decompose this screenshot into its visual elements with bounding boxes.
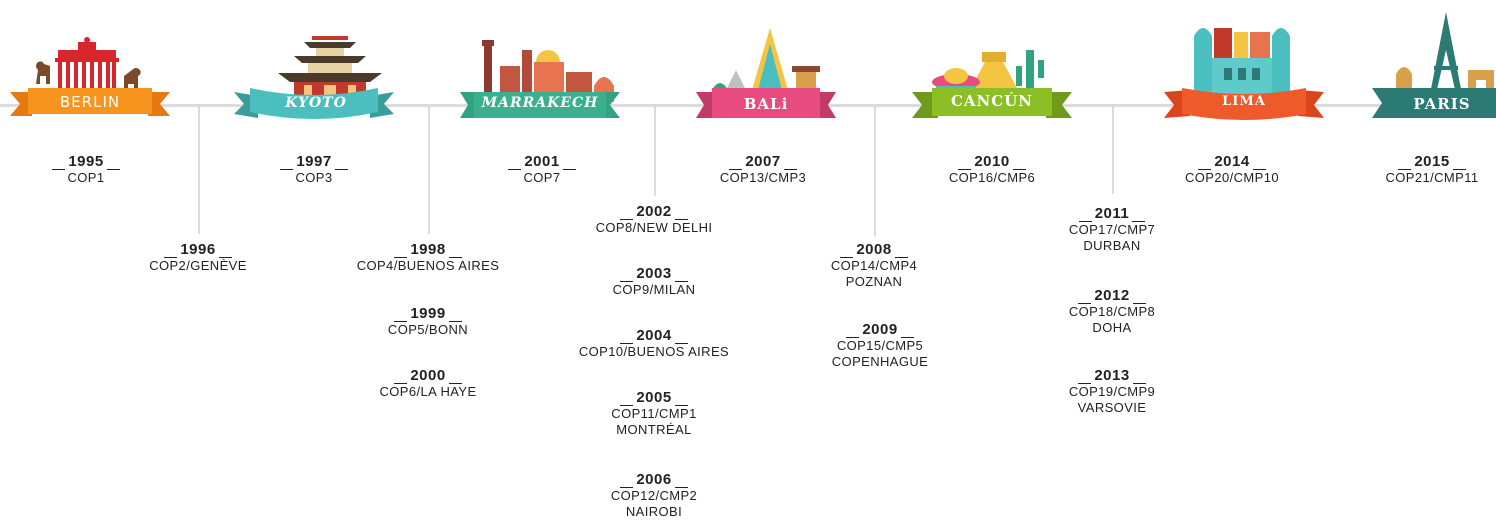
connector-2002 xyxy=(654,106,656,196)
event-line: DOHA xyxy=(1092,320,1132,335)
event-year: 2013 xyxy=(1075,368,1148,384)
event-year: 2014 xyxy=(1195,154,1268,170)
event-year: 1998 xyxy=(391,242,464,258)
event-2012: 2012 COP18/CMP8 DOHA xyxy=(1002,288,1222,336)
event-2001: 2001 COP7 xyxy=(432,154,652,186)
event-line: COP2/GENÈVE xyxy=(149,258,247,273)
event-1997: 1997 COP3 xyxy=(204,154,424,186)
event-line: COP17/CMP7 xyxy=(1068,222,1156,237)
event-year: 2006 xyxy=(617,472,690,488)
event-2003: 2003 COP9/MILAN xyxy=(544,266,764,298)
event-2004: 2004 COP10/BUENOS AIRES xyxy=(544,328,764,360)
event-year: 2001 xyxy=(505,154,578,170)
event-line: VARSOVIE xyxy=(1077,400,1147,415)
event-year: 2000 xyxy=(391,368,464,384)
event-2000: 2000 COP6/LA HAYE xyxy=(318,368,538,400)
event-line: MONTRÉAL xyxy=(616,422,692,437)
event-line: DURBAN xyxy=(1083,238,1141,253)
event-line: COP9/MILAN xyxy=(612,282,696,297)
connector-1996 xyxy=(198,106,200,234)
event-1998: 1998 COP4/BUENOS AIRES xyxy=(318,242,538,274)
city-label-bali: BALi xyxy=(743,95,789,113)
event-line: COP7 xyxy=(523,170,561,185)
event-2008: 2008 COP14/CMP4 POZNAN xyxy=(764,242,984,290)
connector-2011 xyxy=(1112,106,1114,194)
event-year: 1996 xyxy=(161,242,234,258)
connector-1998 xyxy=(428,106,430,234)
event-line: COP20/CMP10 xyxy=(1185,170,1279,185)
event-line: COP6/LA HAYE xyxy=(379,384,477,399)
event-line: COP3 xyxy=(295,170,333,185)
event-year: 1995 xyxy=(49,154,122,170)
event-year: 1999 xyxy=(391,306,464,322)
event-2010: 2010 COP16/CMP6 xyxy=(882,154,1102,186)
event-2014: 2014 COP20/CMP10 xyxy=(1122,154,1342,186)
event-line: COPENHAGUE xyxy=(831,354,929,369)
city-label-paris: PARIS xyxy=(1413,95,1471,113)
event-line: COP10/BUENOS AIRES xyxy=(578,344,730,359)
event-line: COP8/NEW DELHI xyxy=(595,220,713,235)
event-1996: 1996 COP2/GENÈVE xyxy=(88,242,308,274)
event-year: 2015 xyxy=(1395,154,1468,170)
city-label-berlin: BERLIN xyxy=(59,93,121,111)
event-line: COP16/CMP6 xyxy=(948,170,1036,185)
connector-2008 xyxy=(874,106,876,236)
event-year: 2005 xyxy=(617,390,690,406)
event-line: COP18/CMP8 xyxy=(1068,304,1156,319)
event-line: COP21/CMP11 xyxy=(1385,170,1479,185)
city-label-cancun: CANCÚN xyxy=(950,92,1034,110)
event-year: 2009 xyxy=(843,322,916,338)
event-line: NAIROBI xyxy=(625,504,683,519)
event-year: 2002 xyxy=(617,204,690,220)
event-year: 2007 xyxy=(726,154,799,170)
event-line: COP15/CMP5 xyxy=(836,338,924,353)
event-year: 2010 xyxy=(955,154,1028,170)
event-line: COP11/CMP1 xyxy=(611,406,697,421)
event-2006: 2006 COP12/CMP2 NAIROBI xyxy=(544,472,764,520)
event-year: 1997 xyxy=(277,154,350,170)
event-1995: 1995 COP1 xyxy=(0,154,196,186)
event-year: 2003 xyxy=(617,266,690,282)
city-label-kyoto: KYOTO xyxy=(285,95,347,111)
city-label-marrakech: MARRAKECH xyxy=(481,95,599,111)
city-label-lima: LIMA xyxy=(1222,94,1266,109)
event-line: COP1 xyxy=(67,170,105,185)
event-line: POZNAN xyxy=(845,274,903,289)
event-line: COP5/BONN xyxy=(387,322,469,337)
event-line: COP19/CMP9 xyxy=(1068,384,1156,399)
event-line: COP14/CMP4 xyxy=(830,258,918,273)
event-year: 2012 xyxy=(1075,288,1148,304)
event-line: COP4/BUENOS AIRES xyxy=(356,258,500,273)
event-2002: 2002 COP8/NEW DELHI xyxy=(544,204,764,236)
event-year: 2011 xyxy=(1076,206,1149,222)
event-2005: 2005 COP11/CMP1 MONTRÉAL xyxy=(544,390,764,438)
event-year: 2008 xyxy=(837,242,910,258)
event-2015: 2015 COP21/CMP11 xyxy=(1322,154,1496,186)
event-2013: 2013 COP19/CMP9 VARSOVIE xyxy=(1002,368,1222,416)
event-2007: 2007 COP13/CMP3 xyxy=(653,154,873,186)
event-1999: 1999 COP5/BONN xyxy=(318,306,538,338)
event-2011: 2011 COP17/CMP7 DURBAN xyxy=(1002,206,1222,254)
event-line: COP12/CMP2 xyxy=(610,488,698,503)
event-line: COP13/CMP3 xyxy=(719,170,807,185)
event-year: 2004 xyxy=(617,328,690,344)
event-2009: 2009 COP15/CMP5 COPENHAGUE xyxy=(770,322,990,370)
